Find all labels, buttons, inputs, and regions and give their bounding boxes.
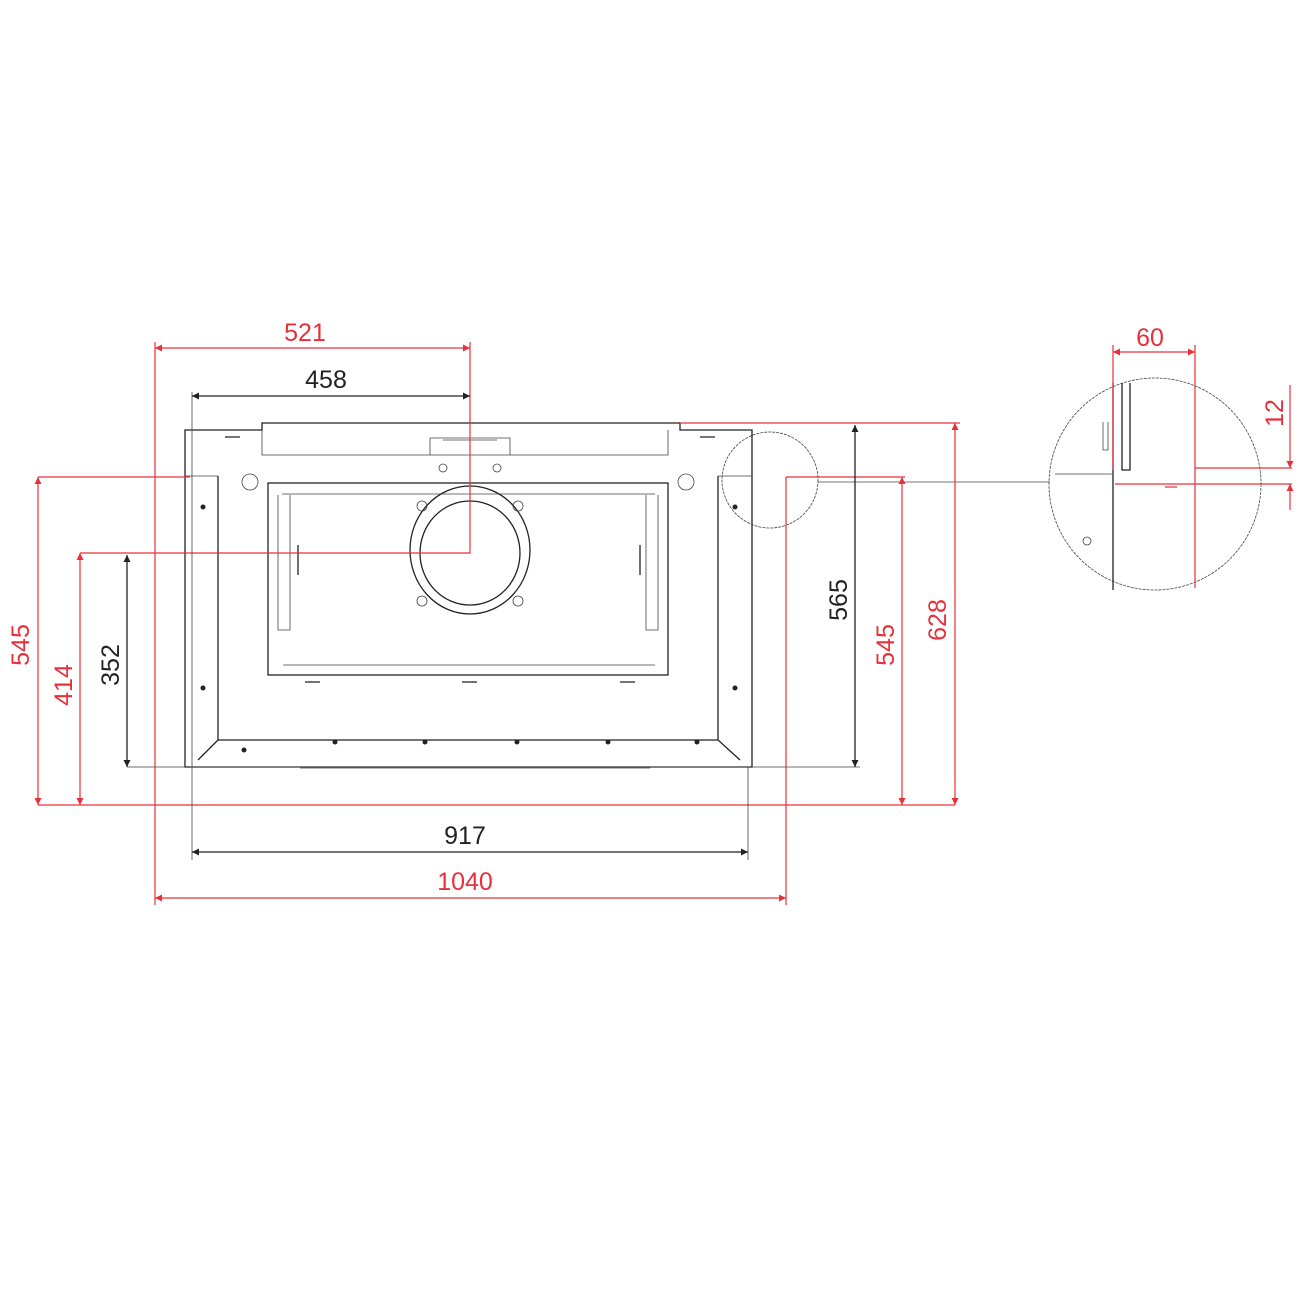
screw-dots <box>200 504 738 753</box>
dim-1040: 1040 <box>437 868 493 896</box>
dimension-lines <box>34 344 959 902</box>
dim-545-left: 545 <box>7 624 35 666</box>
hood-body <box>184 422 1050 769</box>
extension-lines <box>38 342 960 905</box>
dim-12: 12 <box>1261 399 1289 427</box>
dim-352: 352 <box>97 644 125 686</box>
dim-60: 60 <box>1136 324 1164 352</box>
dim-628: 628 <box>924 599 952 641</box>
dim-565: 565 <box>825 579 853 621</box>
dim-917: 917 <box>444 822 486 850</box>
dim-414: 414 <box>50 664 78 706</box>
dim-545-right: 545 <box>872 624 900 666</box>
dim-458: 458 <box>305 366 347 394</box>
detail-view: 60 12 <box>1048 324 1294 591</box>
dim-521: 521 <box>284 319 326 347</box>
